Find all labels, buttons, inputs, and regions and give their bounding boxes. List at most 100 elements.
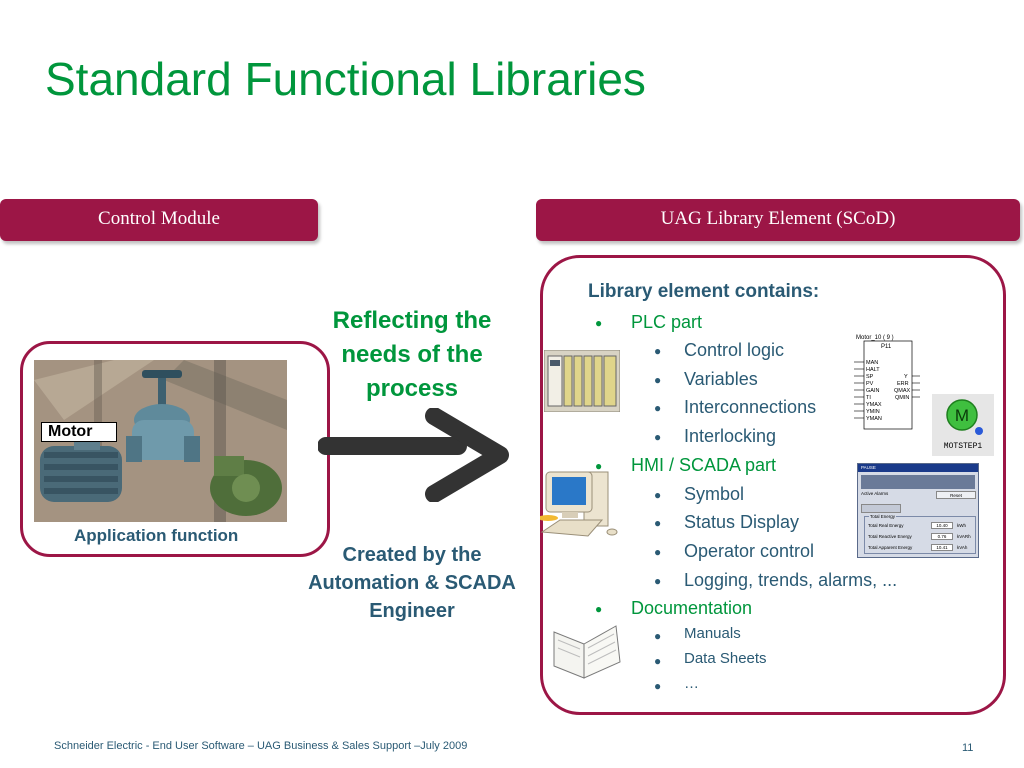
plc-input-label: YMAN — [866, 416, 882, 422]
hmi-subitem-label: Status Display — [684, 512, 800, 532]
hmi-panel-alarm-bar — [861, 475, 975, 489]
plc-input-label: MAN — [866, 360, 878, 366]
computer-icon — [540, 471, 618, 537]
plc-part-label: PLC part — [631, 312, 703, 332]
uag-library-element-header: UAG Library Element (SCoD) — [536, 199, 1020, 241]
hmi-row-unit: kVAh — [957, 545, 968, 550]
bullet-icon: ● — [654, 654, 662, 668]
hmi-panel-title: PAUSE — [858, 464, 978, 472]
hmi-subitem-label: Logging, trends, alarms, ... — [684, 570, 898, 590]
bullet-icon: ● — [654, 516, 662, 530]
bullet-icon: ● — [595, 602, 603, 616]
library-element-frame — [540, 255, 1006, 715]
plc-subitem-label: Control logic — [684, 340, 785, 360]
slide-title: Standard Functional Libraries — [45, 53, 646, 105]
hmi-display-panel: PAUSE Active Alarms Reset Total Energy T… — [857, 463, 979, 558]
footer-text: Schneider Electric - End User Software –… — [54, 740, 468, 752]
plc-subitem: ● Interconnections — [654, 397, 817, 418]
plc-input-label: TI — [866, 395, 871, 401]
bullet-icon: ● — [654, 373, 662, 387]
plc-rack-icon — [544, 350, 620, 412]
hmi-row-label: Total Apparent Energy — [868, 545, 913, 550]
open-book-icon — [553, 625, 621, 679]
hmi-energy-section: Total Energy Total Real Energy 10.40 kWh… — [864, 514, 976, 554]
bullet-icon: ● — [654, 679, 662, 693]
bullet-icon: ● — [654, 545, 662, 559]
doc-subitem: ● Data Sheets — [654, 650, 767, 668]
industrial-equipment-photo — [34, 360, 287, 522]
motor-symbol-letter: M — [955, 406, 969, 425]
hmi-section-label: Total Energy — [869, 514, 897, 519]
motor-symbol-icon: M MOTSTEP1 — [932, 394, 994, 456]
plc-subitem-label: Interconnections — [684, 397, 817, 417]
plc-output-label: QMAX — [894, 388, 911, 394]
plc-subitem: ● Control logic — [654, 340, 785, 361]
plc-input-label: YMIN — [866, 409, 880, 415]
plc-input-label: YMAX — [866, 402, 882, 408]
bullet-icon: ● — [654, 574, 662, 588]
hmi-row-label: Total Real Energy — [868, 523, 904, 528]
plc-block-id: P11 — [881, 344, 892, 350]
hmi-toolbar — [861, 504, 901, 513]
library-heading: Library element contains: — [588, 281, 820, 302]
bullet-icon: ● — [654, 401, 662, 415]
hmi-row-value: 10.41 — [931, 544, 953, 551]
plc-function-block-icon: Motor_10 ( 9 ) P11 MAN HALT SP PV GAIN T… — [854, 335, 920, 430]
plc-output-label: QMIN — [895, 395, 909, 401]
plc-subitem: ● Variables — [654, 369, 758, 390]
plc-block-name: Motor_10 ( 9 ) — [856, 335, 894, 341]
bullet-icon: ● — [595, 459, 603, 473]
hmi-subitem: ● Symbol — [654, 484, 745, 505]
created-line-1: Created by the — [342, 544, 482, 566]
bullet-icon: ● — [654, 629, 662, 643]
hmi-subitem: ● Logging, trends, alarms, ... — [654, 570, 898, 591]
control-module-header: Control Module — [0, 199, 318, 241]
hmi-reset-button[interactable]: Reset — [936, 491, 976, 499]
hmi-row-unit: kVARh — [957, 534, 971, 539]
page-number: 11 — [962, 742, 974, 754]
bullet-icon: ● — [654, 344, 662, 358]
plc-input-label: GAIN — [866, 388, 879, 394]
reflect-line-1: Reflecting the — [332, 307, 492, 334]
motor-label: Motor — [41, 422, 117, 442]
reflect-line-3: process — [365, 375, 459, 402]
hmi-subitem: ● Operator control — [654, 541, 815, 562]
plc-subitem-label: Variables — [684, 369, 758, 389]
doc-subitem: ● … — [654, 675, 699, 693]
plc-input-label: SP — [866, 374, 874, 380]
right-arrow-icon — [318, 408, 509, 502]
bullet-icon: ● — [654, 488, 662, 502]
hmi-subitem-label: Operator control — [684, 541, 815, 561]
hmi-part-item: ● HMI / SCADA part — [595, 455, 776, 476]
doc-subitem-label: … — [684, 675, 699, 692]
created-by-text: Created by the Automation & SCADA Engine… — [288, 541, 536, 625]
reflecting-process-text: Reflecting the needs of the process — [302, 304, 522, 406]
hmi-row-value: 0.76 — [931, 533, 953, 540]
doc-subitem-label: Data Sheets — [684, 650, 767, 667]
hmi-subitem: ● Status Display — [654, 512, 800, 533]
bullet-icon: ● — [654, 430, 662, 444]
plc-input-label: PV — [866, 381, 874, 387]
application-function-label: Application function — [74, 526, 239, 545]
motor-symbol-caption: MOTSTEP1 — [944, 442, 983, 451]
plc-part-item: ● PLC part — [595, 312, 703, 333]
plc-output-label: Y — [904, 374, 908, 380]
plc-subitem-label: Interlocking — [684, 426, 777, 446]
hmi-row-label: Total Reactive Energy — [868, 534, 912, 539]
hmi-alarm-label: Active Alarms — [861, 491, 889, 496]
hmi-subitem-label: Symbol — [684, 484, 745, 504]
documentation-label: Documentation — [631, 598, 753, 618]
documentation-item: ● Documentation — [595, 598, 753, 619]
hmi-row-value: 10.40 — [931, 522, 953, 529]
equipment-illustration — [34, 360, 287, 522]
bullet-icon: ● — [595, 316, 603, 330]
doc-subitem-label: Manuals — [684, 625, 741, 642]
created-line-3: Engineer — [369, 600, 455, 622]
plc-subitem: ● Interlocking — [654, 426, 777, 447]
plc-input-label: HALT — [866, 367, 880, 373]
created-line-2: Automation & SCADA — [308, 572, 516, 594]
hmi-row-unit: kWh — [957, 523, 966, 528]
reflect-line-2: needs of the — [341, 341, 483, 368]
plc-output-label: ERR — [897, 381, 909, 387]
doc-subitem: ● Manuals — [654, 625, 741, 643]
